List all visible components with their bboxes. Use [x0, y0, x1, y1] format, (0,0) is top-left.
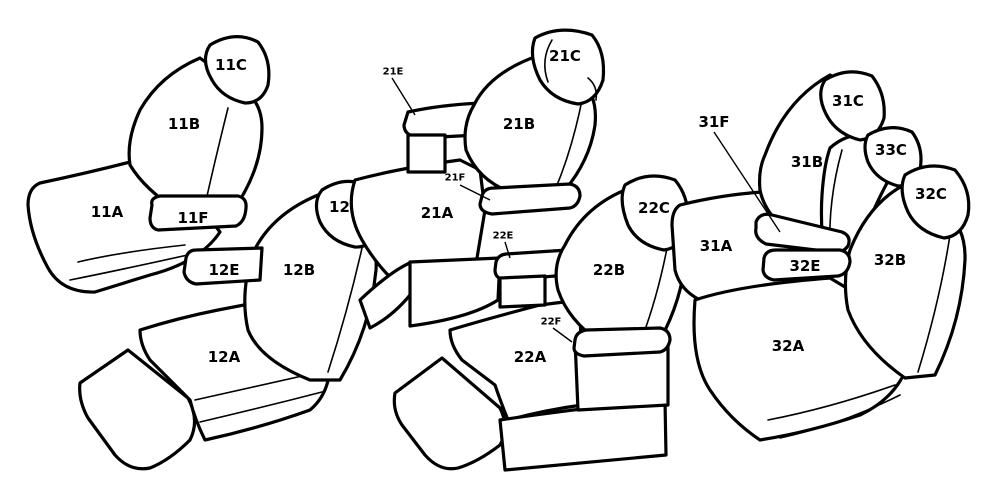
label-11C: 11C	[215, 56, 247, 74]
seat-11: 11A 11B 11C 11F	[26, 35, 271, 294]
seat-22-arm-e-post	[498, 274, 547, 309]
label-22A: 22A	[514, 348, 547, 366]
seat-12: 12A 12B 12C 12E	[78, 179, 381, 471]
label-11A: 11A	[91, 203, 124, 221]
seat-21-base	[408, 256, 502, 328]
seat-12-leg-rest	[78, 348, 197, 471]
seat-22-armrest	[572, 326, 672, 358]
seat-22: 22E 22F 22A 22B 22C	[392, 174, 690, 472]
label-21B: 21B	[503, 115, 535, 133]
seat-11-headrest	[203, 35, 271, 105]
seat-21: 21E 21F 21A 21B 21C	[349, 28, 606, 330]
seat-12-armrest	[182, 246, 264, 286]
label-22B: 22B	[593, 261, 625, 279]
seat-32-armrest	[761, 248, 852, 282]
label-32E: 32E	[789, 257, 820, 275]
label-33C: 33C	[875, 141, 907, 159]
label-12B: 12B	[283, 261, 315, 279]
seat-32-headrest	[900, 164, 971, 240]
seat-11-armrest	[148, 194, 248, 232]
label-12E: 12E	[208, 261, 239, 279]
label-31B: 31B	[791, 153, 823, 171]
label-32C: 32C	[915, 185, 947, 203]
label-21F: 21F	[445, 173, 466, 184]
label-21A: 21A	[421, 204, 454, 222]
seat-21-armrest	[478, 182, 582, 216]
label-32B: 32B	[874, 251, 906, 269]
seat-31-32-bench: 31F 31A 31B 31C 33C 32C 32B 32E 32A	[670, 70, 971, 442]
label-22C: 22C	[638, 199, 670, 217]
label-31A: 31A	[700, 237, 733, 255]
seat-22-front-base	[498, 398, 668, 472]
seat-21-arm-back-post	[406, 133, 447, 174]
label-31F: 31F	[698, 113, 729, 131]
seat-31-armrest	[754, 212, 851, 254]
label-32A: 32A	[772, 337, 805, 355]
label-22F: 22F	[541, 317, 562, 328]
label-22E: 22E	[493, 231, 514, 242]
label-21C: 21C	[549, 47, 581, 65]
label-31C: 31C	[832, 92, 864, 110]
seat-21-headrest	[530, 28, 606, 106]
label-12A: 12A	[208, 348, 241, 366]
label-21E: 21E	[383, 67, 404, 78]
label-11F: 11F	[177, 209, 208, 227]
label-11B: 11B	[168, 115, 200, 133]
